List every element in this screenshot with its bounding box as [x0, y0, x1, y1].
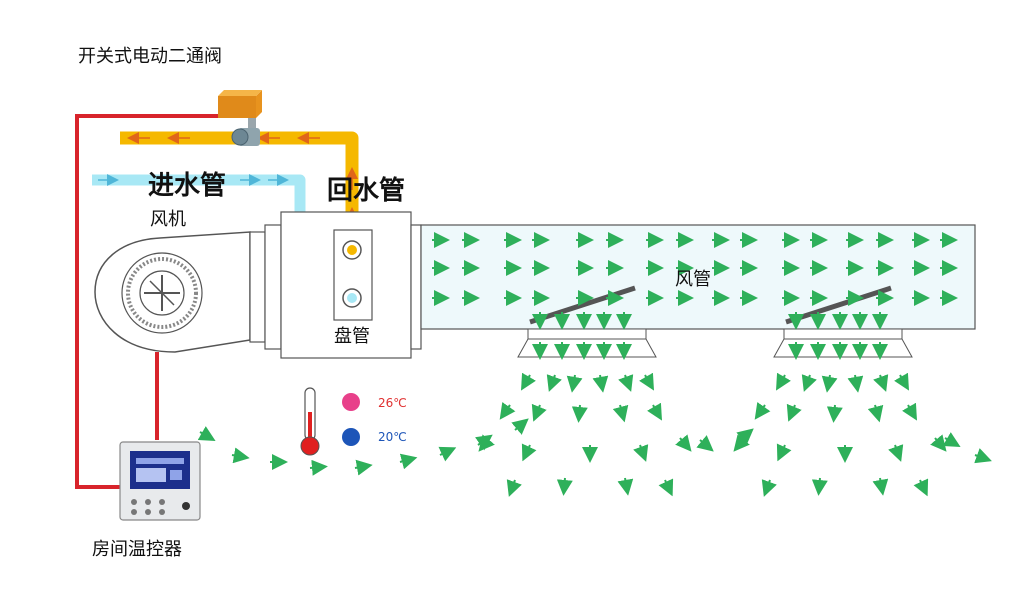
- airflow-arrow: [475, 434, 493, 451]
- airflow-arrow: [786, 403, 802, 422]
- hot-temp-label: 26℃: [378, 396, 407, 410]
- airflow-arrow: [438, 446, 457, 462]
- airflow-arrow: [754, 402, 771, 420]
- airflow-arrow: [511, 418, 529, 435]
- airflow-arrow: [399, 453, 418, 470]
- valve-label: 开关式电动二通阀: [78, 46, 222, 67]
- airflow-arrow: [556, 477, 573, 496]
- fan-label: 风机: [150, 209, 186, 230]
- airflow-arrow: [647, 402, 662, 421]
- airflow-arrow: [826, 404, 843, 423]
- airflow-arrow: [612, 404, 629, 423]
- airflow-arrow: [888, 444, 904, 462]
- airflow-arrow: [231, 447, 250, 464]
- airflow-arrow: [776, 443, 792, 462]
- coil-label: 盘管: [334, 326, 370, 347]
- airflow-arrow: [761, 479, 777, 497]
- airflow-arrow: [618, 374, 634, 392]
- duct-label: 风管: [675, 269, 711, 290]
- fan-coil-unit: [249, 211, 422, 359]
- airflow-arrow: [521, 372, 536, 391]
- centrifugal-fan-icon: [94, 231, 251, 353]
- airflow-arrow: [197, 426, 216, 441]
- airflow-arrow: [736, 428, 754, 445]
- cold-temp-label: 20℃: [378, 430, 407, 444]
- airflow-arrow: [811, 477, 828, 496]
- airflow-arrow: [546, 374, 562, 392]
- airflow-arrow: [942, 432, 961, 448]
- hot-temp-dot: [342, 393, 360, 411]
- airflow-arrow: [566, 374, 583, 393]
- airflow-arrow: [801, 374, 817, 392]
- thermostat-panel-icon: [119, 441, 201, 521]
- motorized-valve-icon: [218, 90, 262, 146]
- airflow-arrow: [696, 435, 714, 452]
- airflow-arrow: [872, 477, 889, 496]
- airflow-arrow: [867, 404, 884, 423]
- airflow-arrow: [930, 434, 947, 452]
- airflow-arrow: [658, 478, 674, 497]
- airflow-arrow: [675, 434, 692, 452]
- airflow-arrow: [821, 374, 838, 393]
- airflow-arrow: [894, 372, 909, 391]
- airflow-arrow: [499, 402, 516, 420]
- airflow-arrow: [309, 459, 328, 476]
- airflow-arrow: [776, 372, 791, 391]
- thermometer-icon: [300, 387, 320, 456]
- airflow-arrow: [506, 479, 522, 497]
- cold-temp-dot: [342, 428, 360, 446]
- airflow-arrow: [633, 444, 649, 462]
- airflow-arrow: [902, 402, 917, 421]
- airflow-arrow: [847, 374, 864, 393]
- airflow-arrow: [592, 374, 609, 393]
- return-pipe-label: 回水管: [327, 176, 406, 206]
- airflow-arrow: [531, 403, 547, 422]
- control-wire: [75, 114, 222, 489]
- airflow-arrow: [913, 478, 929, 497]
- airflow-arrow: [617, 477, 634, 496]
- thermostat-label: 房间温控器: [92, 539, 182, 560]
- inlet-pipe-label: 进水管: [148, 171, 227, 201]
- airflow-arrow: [873, 374, 889, 392]
- airflow-arrow: [354, 459, 373, 476]
- airflow-arrow: [639, 372, 654, 391]
- airflow-arrow: [571, 404, 588, 423]
- airflow-arrows: [197, 232, 992, 497]
- airflow-arrow: [521, 443, 537, 462]
- airflow-arrow: [974, 448, 992, 464]
